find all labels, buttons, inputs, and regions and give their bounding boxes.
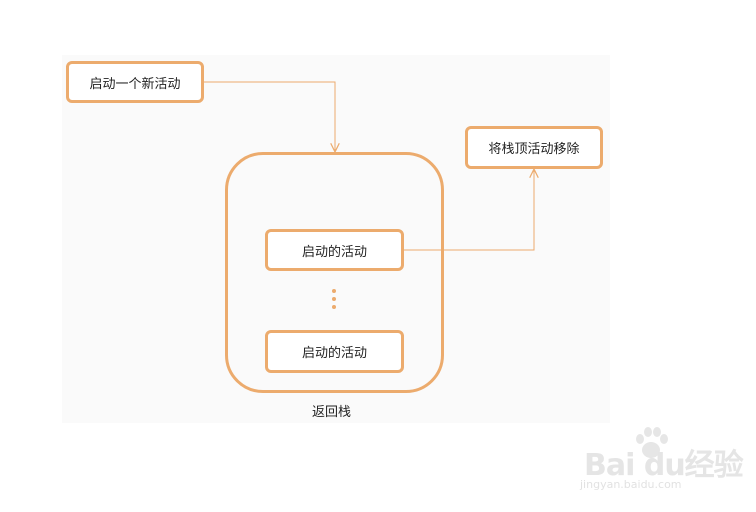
remove-top-activity-node: 将栈顶活动移除 — [465, 126, 603, 169]
paw-icon — [636, 427, 668, 458]
back-stack-container — [225, 152, 444, 393]
watermark-url: jingyan.baidu.com — [580, 478, 682, 491]
baidu-jingyan-logo: Bai du经验 — [584, 448, 744, 483]
start-new-activity-label: 启动一个新活动 — [89, 76, 181, 92]
ellipsis-dot — [332, 297, 336, 301]
stack-activity-top-label: 启动的活动 — [301, 244, 367, 260]
ellipsis-dot — [332, 305, 336, 309]
stack-activity-top: 启动的活动 — [265, 229, 404, 271]
remove-top-activity-label: 将栈顶活动移除 — [488, 142, 580, 157]
ellipsis-dot — [332, 289, 336, 293]
back-stack-label: 返回栈 — [312, 405, 352, 420]
start-new-activity-node: 启动一个新活动 — [66, 61, 204, 103]
stack-activity-bottom-label: 启动的活动 — [301, 346, 367, 361]
watermark: Bai du经验 jingyan.baidu.com — [576, 426, 744, 496]
stack-activity-bottom: 启动的活动 — [265, 330, 404, 373]
